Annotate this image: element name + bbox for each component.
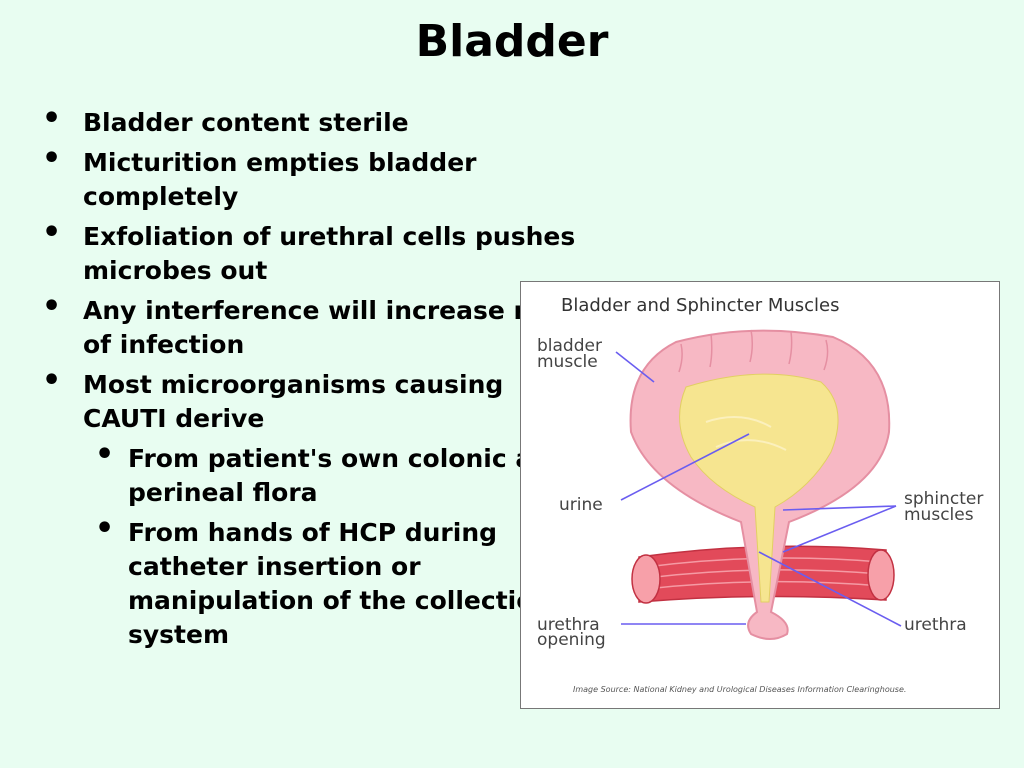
pointer-lines: [615, 351, 902, 627]
slide-title: Bladder: [415, 16, 609, 67]
figure-source: Image Source: National Kidney and Urolog…: [573, 685, 906, 694]
bullet-item: Bladder content sterile: [40, 102, 580, 140]
urine: [679, 373, 839, 603]
bullet-item: Most microorganisms causing CAUTI derive…: [40, 364, 580, 652]
bladder-diagram: Bladder and Sphincter Muscles bladd: [537, 295, 983, 694]
label-sphincter-muscles: muscles: [904, 505, 974, 525]
label-urethra-opening: opening: [537, 630, 606, 650]
label-bladder-muscle: muscle: [537, 352, 598, 372]
sub-bullet-list: From patient's own colonic and perineal …: [83, 438, 580, 652]
figure-title: Bladder and Sphincter Muscles: [561, 295, 840, 316]
bullet-text: Most microorganisms causing CAUTI derive: [83, 370, 504, 433]
bullet-item: Any interference will increase risk of i…: [40, 290, 580, 362]
label-bladder-muscle: bladder: [537, 336, 602, 356]
bullet-item: Exfoliation of urethral cells pushes mic…: [40, 216, 580, 288]
bullet-item: Micturition empties bladder completely: [40, 142, 580, 214]
bullet-list: Bladder content sterile Micturition empt…: [40, 102, 580, 658]
label-sphincter-muscles: sphincter: [904, 489, 983, 509]
label-urethra-opening: urethra: [537, 615, 600, 635]
sub-bullet-item: From patient's own colonic and perineal …: [83, 438, 580, 510]
bladder-figure: Bladder and Sphincter Muscles bladd: [520, 281, 1000, 709]
label-urine: urine: [559, 495, 603, 515]
sub-bullet-item: From hands of HCP during catheter insert…: [83, 512, 580, 652]
label-urethra: urethra: [904, 615, 967, 635]
